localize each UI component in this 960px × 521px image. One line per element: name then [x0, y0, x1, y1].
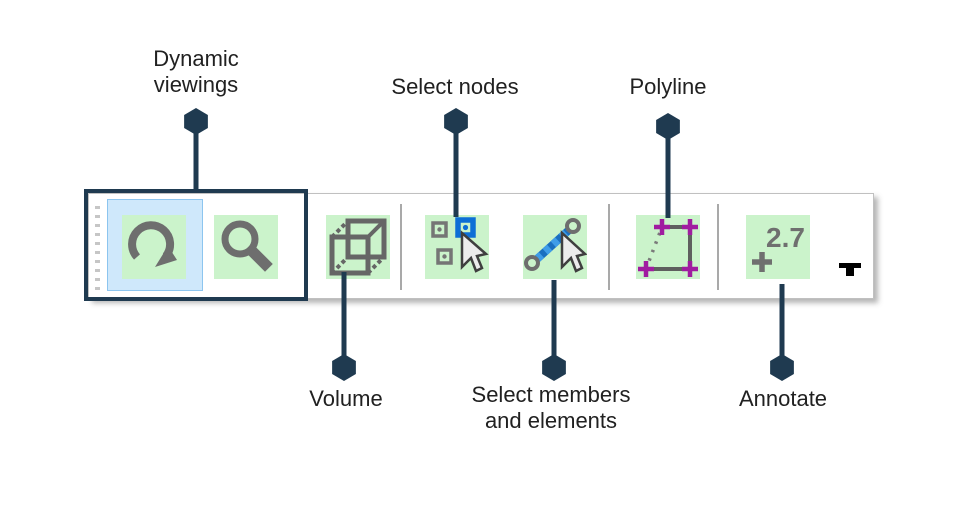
magnifier-icon	[221, 220, 273, 272]
dropdown-arrow-icon	[839, 263, 861, 276]
hexagon-marker	[184, 108, 208, 135]
toolbar-separator	[608, 204, 610, 290]
label-select-members: Select members and elements	[471, 382, 631, 433]
annotate-button[interactable]: 2.7	[746, 215, 810, 279]
annotate-icon: 2.7	[752, 222, 805, 272]
cube-icon	[329, 218, 387, 276]
volume-button[interactable]	[326, 215, 390, 279]
label-dynamic-viewings: Dynamic viewings	[153, 46, 239, 97]
label-polyline: Polyline	[629, 74, 707, 99]
callout-stem-annotate	[779, 284, 785, 356]
dynamic-viewing-button[interactable]	[122, 215, 186, 279]
toolbar: 2.7	[88, 193, 874, 299]
toolbar-separator	[717, 204, 719, 290]
hexagon-marker	[444, 108, 468, 135]
hexagon-marker	[656, 113, 680, 140]
toolbar-grip-handle[interactable]	[95, 206, 100, 290]
callout-stem-dynamic-viewings	[193, 133, 199, 193]
callout-stem-volume	[341, 272, 347, 356]
label-annotate: Annotate	[738, 386, 828, 411]
label-volume: Volume	[309, 386, 383, 411]
hexagon-marker	[770, 354, 794, 381]
callout-stem-select-members	[551, 280, 557, 356]
polyline-icon	[638, 219, 698, 277]
zoom-button[interactable]	[214, 215, 278, 279]
polyline-button[interactable]	[636, 215, 700, 279]
callout-stem-polyline	[665, 138, 671, 218]
select-nodes-icon	[431, 217, 489, 273]
hexagon-marker	[332, 354, 356, 381]
annotate-icon-value: 2.7	[766, 222, 805, 253]
select-members-icon	[524, 218, 587, 273]
select-nodes-button[interactable]	[425, 215, 489, 279]
rotate-icon	[128, 221, 177, 267]
hexagon-marker	[542, 354, 566, 381]
toolbar-overflow-button[interactable]	[839, 263, 861, 276]
toolbar-separator	[400, 204, 402, 290]
label-select-nodes: Select nodes	[391, 74, 519, 99]
select-members-button[interactable]	[523, 215, 587, 279]
callout-stem-select-nodes	[453, 133, 459, 217]
